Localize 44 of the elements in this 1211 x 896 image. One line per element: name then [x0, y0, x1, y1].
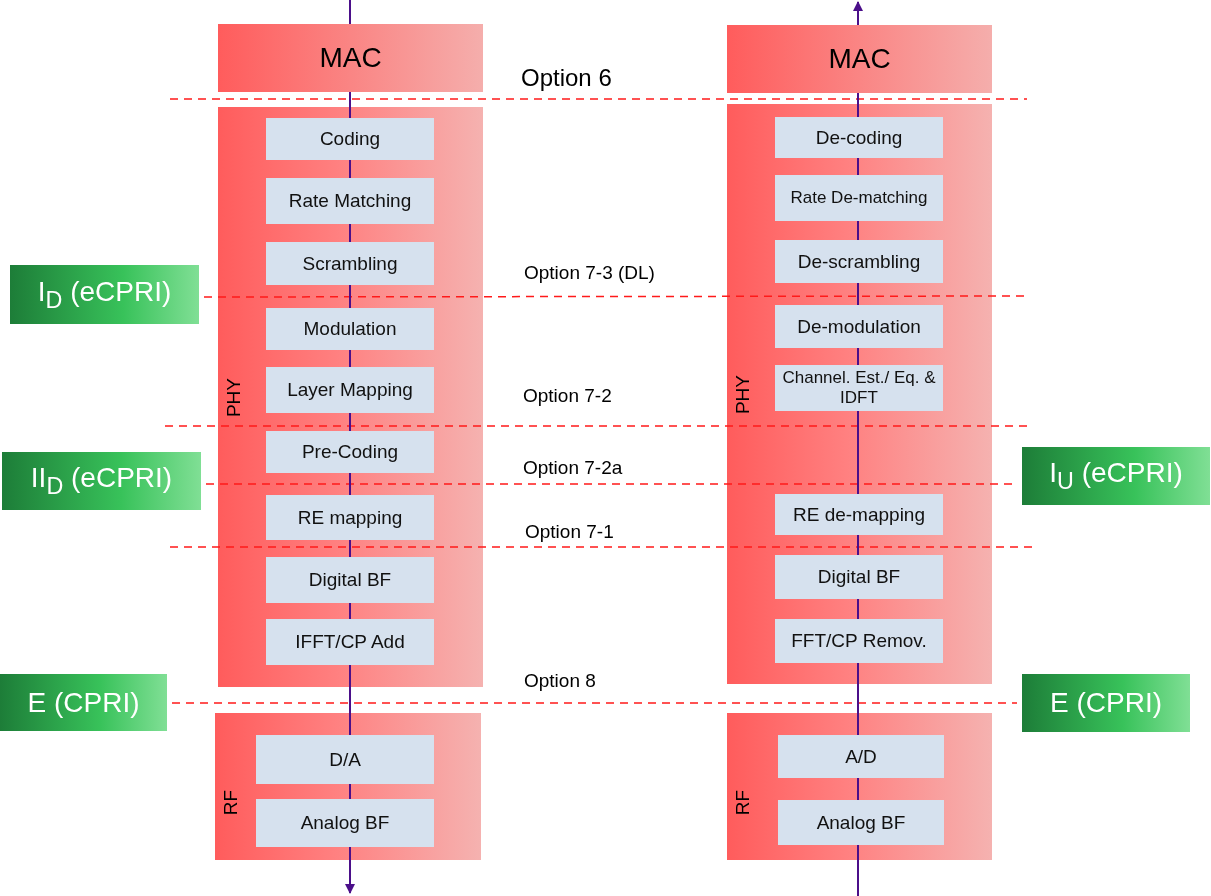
process-box: RE mapping — [266, 495, 434, 540]
process-box: Rate Matching — [266, 178, 434, 224]
layer-panel — [215, 713, 481, 860]
signal-arrow — [345, 846, 355, 894]
process-box: RE de-mapping — [775, 494, 943, 535]
interface-badge: E (CPRI) — [1022, 674, 1190, 732]
interface-badge: II$_{D}$ (eCPRI) — [2, 452, 201, 510]
layer-label: PHY — [733, 374, 752, 414]
process-box: D/A — [256, 735, 434, 784]
interface-badge: I$_{U}$ (eCPRI) — [1022, 447, 1210, 505]
split-option-label: Option 7-2 — [523, 385, 612, 407]
layer-box: MAC — [218, 24, 483, 92]
process-box: A/D — [778, 735, 944, 778]
process-box: De-scrambling — [775, 240, 943, 283]
split-option-label: Option 7-2a — [523, 457, 623, 479]
split-option-label: Option 7-1 — [525, 521, 614, 543]
process-box: De-modulation — [775, 305, 943, 348]
process-box: FFT/CP Remov. — [775, 619, 943, 663]
split-option-label: Option 6 — [521, 64, 612, 92]
layer-panel — [727, 104, 992, 684]
layer-label: PHY — [224, 377, 243, 417]
process-box: IFFT/CP Add — [266, 619, 434, 665]
signal-arrow — [853, 1, 863, 26]
layer-panel — [727, 713, 992, 860]
process-box: Channel. Est./ Eq. & IDFT — [775, 365, 943, 411]
split-option-label: Option 7-3 (DL) — [524, 262, 655, 284]
layer-label: RF — [221, 789, 240, 815]
process-box: Analog BF — [256, 799, 434, 847]
process-box: Layer Mapping — [266, 367, 434, 413]
interface-badge: I$_{D}$ (eCPRI) — [10, 265, 199, 324]
process-box: Digital BF — [266, 557, 434, 603]
process-box: Pre-Coding — [266, 431, 434, 473]
process-box: Rate De-matching — [775, 175, 943, 221]
process-box: Scrambling — [266, 242, 434, 285]
split-option-label: Option 8 — [524, 670, 596, 692]
layer-label: RF — [733, 789, 752, 815]
process-box: Digital BF — [775, 555, 943, 599]
process-box: Modulation — [266, 308, 434, 350]
interface-badge: E (CPRI) — [0, 674, 167, 731]
process-box: Analog BF — [778, 800, 944, 845]
process-box: Coding — [266, 118, 434, 160]
process-box: De-coding — [775, 117, 943, 158]
layer-panel — [218, 107, 483, 687]
layer-box: MAC — [727, 25, 992, 93]
